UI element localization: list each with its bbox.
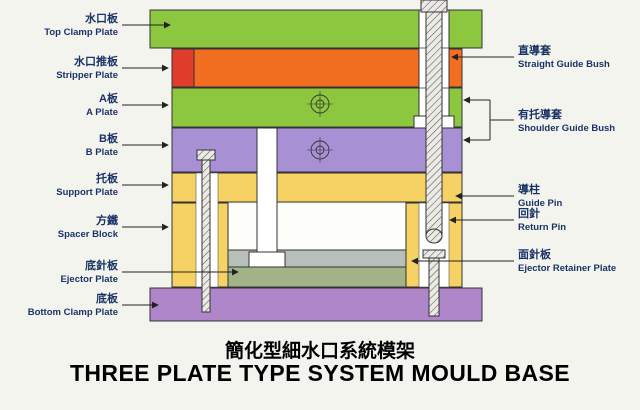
label-cn: 有托導套 [518,107,563,121]
stripper-plate-left-end [171,48,195,88]
label-cn: 底板 [96,291,119,305]
label-cn: 導柱 [518,182,540,196]
label-cn: 底針板 [85,258,119,272]
label-en: Ejector Retainer Plate [518,263,616,274]
label-return-pin: 回針 Return Pin [518,206,566,233]
guide-pin-head [420,0,448,13]
label-en: Straight Guide Bush [518,59,610,70]
label-bottom-clamp-plate: 底板 Bottom Clamp Plate [28,291,119,318]
label-cn: 水口推板 [74,54,119,68]
diagram-labels: 水口板 Top Clamp Plate 水口推板 Stripper Plate … [28,11,616,318]
label-cn: 面針板 [518,247,552,261]
label-cn: A板 [99,91,119,105]
return-pin-head [422,249,446,259]
label-top-clamp-plate: 水口板 Top Clamp Plate [44,11,119,38]
hole-symbol-a-plate [307,91,333,117]
label-cn: 方鐵 [96,213,118,227]
label-en: Shoulder Guide Bush [518,123,615,134]
label-en: Guide Pin [518,198,563,209]
label-cn: 托板 [96,171,119,185]
support-pillar-flange [248,251,286,268]
label-ejector-plate: 底針板 Ejector Plate [60,258,119,285]
label-straight-guide-bush: 直導套 Straight Guide Bush [518,43,610,70]
title-chinese: 簡化型細水口系統模架 [224,341,415,362]
label-cn: 回針 [518,206,540,220]
label-spacer-block: 方鐵 Spacer Block [58,213,119,240]
label-cn: B板 [99,131,119,145]
label-stripper-plate: 水口推板 Stripper Plate [56,54,119,81]
label-en: B Plate [86,147,118,158]
label-en: Stripper Plate [56,70,118,81]
ejector-plate-shape [227,266,407,288]
pins-and-bushes [196,0,455,317]
label-support-plate: 托板 Support Plate [56,171,119,198]
ejector-space-gap [229,204,405,250]
label-shoulder-guide-bush: 有托導套 Shoulder Guide Bush [518,107,615,134]
label-en: Bottom Clamp Plate [28,307,118,318]
label-en: Top Clamp Plate [44,27,118,38]
label-b-plate: B板 B Plate [86,131,119,158]
label-en: Return Pin [518,222,566,233]
label-en: Support Plate [56,187,118,198]
label-en: Ejector Plate [60,274,118,285]
label-en: A Plate [86,107,118,118]
guide-pin-shaft [425,0,443,237]
label-guide-pin: 導柱 Guide Pin [518,182,563,209]
support-pillar [256,127,278,253]
puller-bolt-shaft [201,159,211,313]
stripper-plate-shape [171,48,463,88]
label-cn: 直導套 [518,43,552,57]
return-pin-shaft [428,257,440,317]
label-a-plate: A板 A Plate [86,91,119,118]
puller-bolt-head [196,149,216,161]
support-plate-shape [171,172,463,203]
label-ejector-retainer-plate: 面針板 Ejector Retainer Plate [518,247,616,274]
label-cn: 水口板 [85,11,119,25]
label-en: Spacer Block [58,229,119,240]
hole-symbols [307,91,333,163]
leader-lines [122,21,514,309]
hole-symbol-b-plate [307,137,333,163]
guide-pin-tip [425,228,443,244]
title-english: THREE PLATE TYPE SYSTEM MOULD BASE [69,360,571,386]
